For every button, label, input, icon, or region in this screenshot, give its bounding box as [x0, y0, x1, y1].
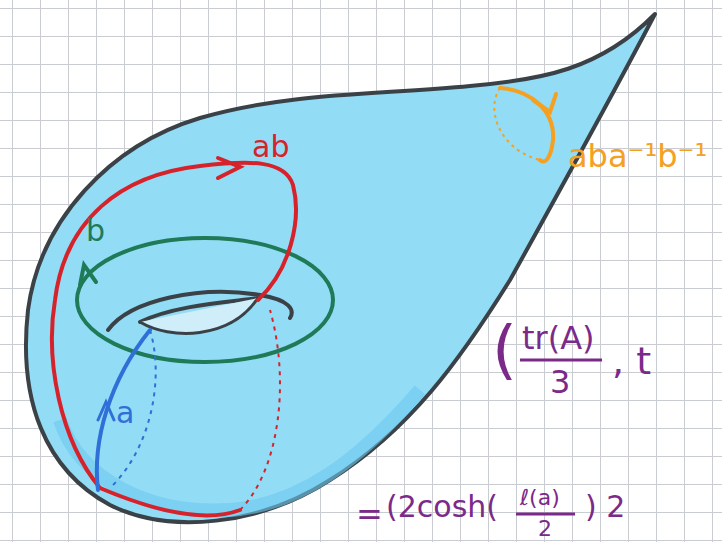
curve-ab — [100, 488, 240, 515]
curve-commutator — [500, 88, 553, 162]
math-term: ) 2 — [585, 492, 625, 522]
math-term: = — [356, 498, 383, 530]
math-term: tr(A) — [522, 322, 595, 354]
curve-label: ab — [252, 132, 289, 162]
curve-a — [97, 330, 150, 490]
arrow-head — [98, 402, 114, 420]
math-term: (2cosh( — [386, 492, 498, 522]
curve-ab-hidden — [240, 310, 280, 510]
curve-a-hidden — [110, 330, 156, 488]
arrow-head — [218, 158, 240, 178]
math-term: 3 — [550, 366, 570, 398]
fraction-bar — [516, 513, 575, 516]
curve-ab — [52, 163, 296, 488]
curve-label: b — [86, 216, 105, 246]
math-paren: ( — [492, 318, 517, 382]
curve-label: aba⁻¹b⁻¹ — [568, 140, 707, 172]
fraction-bar — [520, 359, 602, 362]
math-term: , t — [612, 342, 651, 380]
arrow-head — [533, 94, 556, 112]
math-term: 2 — [538, 518, 552, 540]
arrow-head — [80, 265, 96, 285]
hole-inner — [140, 298, 258, 333]
surface — [26, 14, 655, 522]
math-term: ℓ(a) — [520, 487, 560, 509]
curve-b — [77, 238, 333, 362]
curve-label: a — [116, 398, 134, 428]
